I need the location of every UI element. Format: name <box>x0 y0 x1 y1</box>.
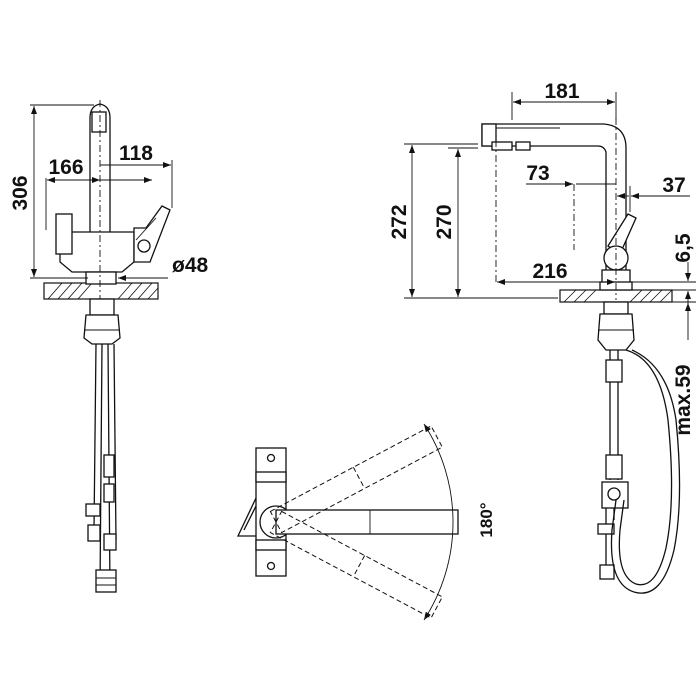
dim-width-166: 166 <box>48 156 83 179</box>
dim-outlet-height-270: 270 <box>433 204 456 239</box>
top-swivel-view: 180° <box>236 423 496 621</box>
dim-swivel-180: 180° <box>477 502 496 537</box>
right-countertop-hatch <box>563 289 673 303</box>
dim-width-118: 118 <box>119 142 153 165</box>
left-side-view: 306 166 118 ø48 <box>9 100 209 593</box>
left-countertop-hatch <box>47 282 159 300</box>
dim-spout-height-272: 272 <box>388 204 411 239</box>
dim-deck-thickness-max59: max.59 <box>672 364 695 435</box>
dim-lever-width-37: 37 <box>662 174 685 197</box>
dim-base-offset-216: 216 <box>532 260 567 283</box>
dim-diameter-48: ø48 <box>172 254 209 277</box>
dim-lever-offset-73: 73 <box>526 162 549 185</box>
dim-height-306: 306 <box>9 175 32 210</box>
right-side-view: 181 272 270 73 37 216 6,5 max.59 <box>388 80 696 594</box>
dim-base-height-6-5: 6,5 <box>672 233 695 263</box>
dim-reach-181: 181 <box>544 80 579 103</box>
